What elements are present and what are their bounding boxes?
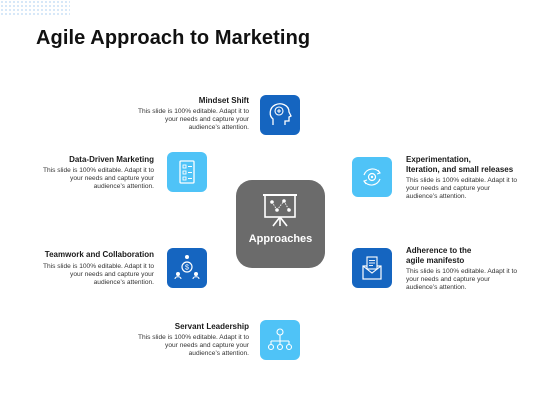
adherence-title-line1: Adherence to the — [406, 246, 472, 255]
experimentation-desc: This slide is 100% editable. Adapt it to… — [406, 177, 518, 200]
experimentation-title-line1: Experimentation, — [406, 155, 471, 164]
approaches-hub: Approaches — [236, 180, 325, 268]
decorative-dots — [0, 0, 70, 16]
approaches-label: Approaches — [248, 233, 313, 245]
experimentation-title-line2: Iteration, and small releases — [406, 165, 514, 174]
adherence-title-line2: agile manifesto — [406, 256, 465, 265]
svg-text:$: $ — [185, 265, 189, 272]
gear-cycle-icon — [363, 168, 381, 186]
checklist-icon — [179, 160, 195, 184]
teamwork-collaboration-title: Teamwork and Collaboration — [44, 250, 154, 259]
servant-leadership-desc: This slide is 100% editable. Adapt it to… — [137, 334, 249, 357]
servant-leadership-tile — [260, 320, 300, 360]
hierarchy-icon — [267, 328, 293, 351]
data-driven-marketing-desc: This slide is 100% editable. Adapt it to… — [42, 167, 154, 190]
teamwork-collaboration-tile: $ — [167, 248, 207, 288]
mindset-shift-title: Mindset Shift — [198, 96, 249, 105]
adherence-tile — [352, 248, 392, 288]
head-brain-icon — [269, 103, 292, 125]
adherence-desc: This slide is 100% editable. Adapt it to… — [406, 268, 518, 291]
data-driven-marketing-tile — [167, 152, 207, 192]
data-driven-marketing-title: Data-Driven Marketing — [69, 155, 154, 164]
envelope-document-icon — [362, 256, 382, 280]
teamwork-collaboration-desc: This slide is 100% editable. Adapt it to… — [42, 263, 154, 286]
servant-leadership-title: Servant Leadership — [174, 322, 249, 331]
presentation-board-icon — [263, 194, 297, 227]
mindset-shift-desc: This slide is 100% editable. Adapt it to… — [137, 108, 249, 131]
experimentation-tile — [352, 157, 392, 197]
team-dollar-icon: $ — [174, 255, 200, 280]
mindset-shift-tile — [260, 95, 300, 135]
slide-title: Agile Approach to Marketing — [36, 27, 311, 49]
